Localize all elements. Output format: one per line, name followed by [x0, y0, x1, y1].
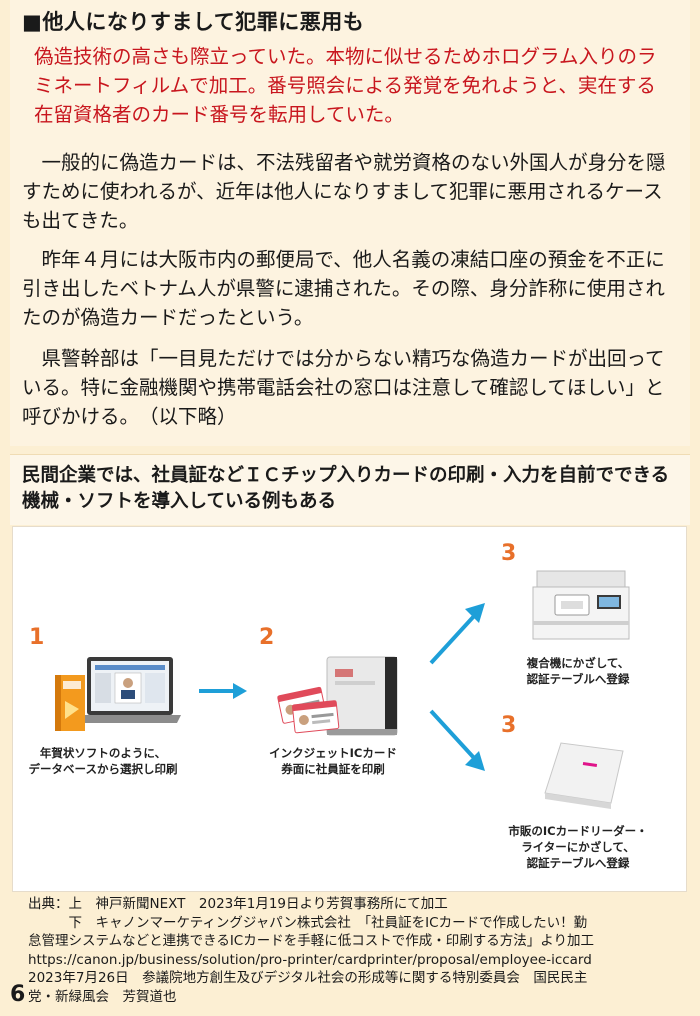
step-2-number: 2 [259, 625, 275, 650]
source-url: https://canon.jp/business/solution/pro-p… [28, 951, 592, 968]
step-3a-caption: 複合機にかざして、 認証テーブルへ登録 [526, 656, 630, 686]
step-1-caption: 年賀状ソフトのように、 データベースから選択し印刷 [28, 746, 178, 776]
arrow-up-right-icon [429, 603, 485, 665]
article-paragraph: 県警幹部は「一目見ただけでは分からない精巧な偽造カードが出回っている。特に金融機… [22, 347, 665, 428]
ic-card-printer-icon [277, 656, 398, 736]
article-headline: ■他人になりすまして犯罪に悪用も [22, 10, 365, 34]
step-3b-caption: 市販のICカードリーダー・ ライターにかざして、 認証テーブルへ登録 [508, 824, 648, 870]
section-title: 民間企業では、社員証などＩＣチップ入りカードの印刷・入力を自前でできる機械・ソフ… [22, 465, 670, 512]
ic-card-reader-icon [544, 742, 624, 809]
article-section: ■他人になりすまして犯罪に悪用も 偽造技術の高さも際立っていた。本物に似せるため… [10, 0, 690, 446]
step-3a-number: 3 [501, 541, 517, 566]
page-number: 6 [10, 982, 26, 1007]
software-laptop-icon [55, 657, 181, 731]
arrow-down-right-icon [429, 709, 485, 771]
arrow-right-icon [199, 683, 247, 699]
source-line: 怠管理システムなどと連携できるICカードを手軽に低コストで作成・印刷する方法」よ… [28, 933, 594, 949]
multifunction-printer-icon [532, 570, 630, 640]
source-line: 党・新緑風会 芳賀道也 [28, 988, 177, 1005]
step-1-number: 1 [29, 625, 45, 650]
step-2-caption: インクジェットICカード 券面に社員証を印刷 [269, 746, 397, 776]
source-line: 2023年7月26日 参議院地方創生及びデジタル社会の形成等に関する特別委員会 … [28, 970, 588, 986]
source-citation: 出典：上 神戸新聞NEXT 2023年1月19日より芳賀事務所にて加工 下 キャ… [28, 895, 692, 1006]
section-title-box: 民間企業では、社員証などＩＣチップ入りカードの印刷・入力を自前でできる機械・ソフ… [10, 454, 690, 525]
source-line: 下 キャノンマーケティングジャパン株式会社 「社員証をICカードで作成したい！勤 [28, 914, 588, 931]
article-paragraph: 一般的に偽造カードは、不法残留者や就労資格のない外国人が身分を隠すために使われる… [22, 151, 666, 232]
article-paragraph: 昨年４月には大阪市内の郵便局で、他人名義の凍結口座の預金を不正に引き出したベトナ… [22, 248, 665, 329]
step-3b-number: 3 [501, 713, 517, 738]
article-lead: 偽造技術の高さも際立っていた。本物に似せるためホログラム入りのラミネートフィルム… [34, 45, 657, 126]
workflow-figure: 1 年賀状ソフトのように、 データベースから選択し印刷 2 [12, 526, 687, 892]
source-line: 出典：上 神戸新聞NEXT 2023年1月19日より芳賀事務所にて加工 [28, 896, 448, 912]
